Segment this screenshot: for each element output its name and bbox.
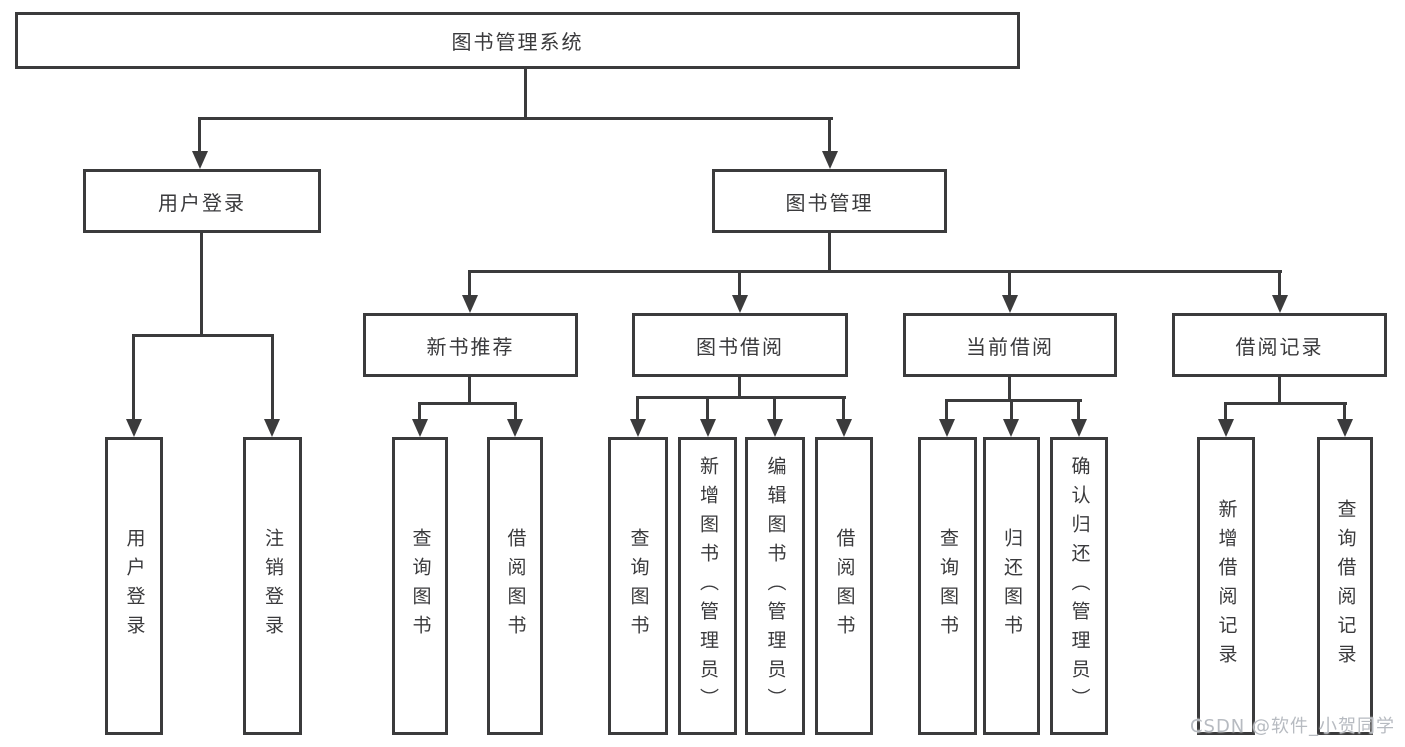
node-borrow-records: 借阅记录	[1172, 313, 1387, 377]
edge-current-borrow-bar	[945, 399, 1082, 402]
arrowhead-cb-return	[1003, 419, 1019, 437]
node-label: 编辑图书（管理员）	[764, 455, 787, 717]
leaf-add-books-admin: 新增图书（管理员）	[678, 437, 737, 735]
arrowhead-leaf-user-login	[126, 419, 142, 437]
node-label: 查询图书	[409, 528, 432, 644]
edge-new-book-rec-bar	[418, 402, 517, 405]
edge-root-bar	[198, 117, 833, 120]
edge-to-br-add	[1224, 402, 1227, 421]
arrowhead-br-add	[1218, 419, 1234, 437]
edge-root-stem	[524, 69, 527, 120]
arrowhead-user-login	[192, 151, 208, 169]
edge-user-login-stem	[200, 232, 203, 337]
node-user-login-branch: 用户登录	[83, 169, 321, 233]
node-new-book-recommend: 新书推荐	[363, 313, 578, 377]
leaf-current-query-books: 查询图书	[918, 437, 977, 735]
arrowhead-bb-add	[700, 419, 716, 437]
arrowhead-bb-edit	[767, 419, 783, 437]
edge-to-cb-confirm	[1077, 399, 1080, 421]
arrowhead-borrow-records	[1272, 295, 1288, 313]
node-label: 图书管理	[785, 190, 874, 215]
node-label: 图书借阅	[696, 334, 784, 359]
edge-to-new-book-rec	[468, 270, 471, 297]
leaf-edit-books-admin: 编辑图书（管理员）	[745, 437, 805, 735]
arrowhead-cb-confirm	[1071, 419, 1087, 437]
edge-borrow-records-bar	[1224, 402, 1347, 405]
node-label: 新增借阅记录	[1215, 499, 1238, 673]
edge-to-book-borrow	[738, 270, 741, 297]
edge-new-book-rec-stem	[468, 377, 471, 405]
arrowhead-nb-borrow	[507, 419, 523, 437]
node-current-borrow: 当前借阅	[903, 313, 1117, 377]
node-label: 确认归还（管理员）	[1068, 455, 1091, 717]
arrowhead-bb-borrow	[836, 419, 852, 437]
arrowhead-leaf-logout	[264, 419, 280, 437]
node-label: 图书管理系统	[451, 30, 584, 54]
leaf-confirm-return-admin: 确认归还（管理员）	[1050, 437, 1108, 735]
edge-to-nb-borrow	[514, 402, 517, 421]
node-label: 用户登录	[158, 190, 246, 215]
node-label: 注销登录	[262, 528, 284, 644]
leaf-newbook-query-books: 查询图书	[392, 437, 448, 735]
edge-to-leaf-logout	[271, 334, 274, 421]
leaf-add-borrow-record: 新增借阅记录	[1197, 437, 1255, 735]
node-label: 查询借阅记录	[1334, 499, 1357, 673]
edge-to-bb-edit	[773, 396, 776, 421]
node-label: 查询图书	[627, 528, 650, 644]
node-label: 借阅记录	[1235, 334, 1324, 359]
edge-to-leaf-user-login	[132, 334, 135, 421]
leaf-newbook-borrow-books: 借阅图书	[487, 437, 543, 735]
leaf-return-books: 归还图书	[983, 437, 1040, 735]
node-label: 当前借阅	[966, 334, 1054, 359]
node-label: 借阅图书	[833, 528, 856, 644]
leaf-logout: 注销登录	[243, 437, 302, 735]
edge-to-cb-query	[945, 399, 948, 421]
arrowhead-cb-query	[939, 419, 955, 437]
leaf-user-login: 用户登录	[105, 437, 163, 735]
arrowhead-new-book-rec	[462, 295, 478, 313]
edge-book-mgmt-bar	[468, 270, 1282, 273]
node-label: 新增图书（管理员）	[697, 455, 719, 717]
arrowhead-book-mgmt	[822, 151, 838, 169]
csdn-watermark: CSDN @软件_小贺同学	[1189, 716, 1395, 737]
node-label: 归还图书	[1001, 528, 1023, 644]
edge-to-br-query	[1343, 402, 1346, 421]
node-label: 查询图书	[937, 528, 959, 644]
edge-to-bb-query	[636, 396, 639, 421]
edge-to-current-borrow	[1008, 270, 1011, 297]
edge-root-to-user-login	[198, 117, 201, 153]
edge-to-bb-borrow	[842, 396, 845, 421]
node-label: 借阅图书	[504, 528, 527, 644]
edge-borrow-records-stem	[1278, 377, 1281, 405]
edge-current-borrow-stem	[1008, 377, 1011, 402]
arrowhead-current-borrow	[1002, 295, 1018, 313]
edge-to-borrow-records	[1278, 270, 1281, 297]
edge-to-cb-return	[1010, 399, 1013, 421]
node-book-borrow: 图书借阅	[632, 313, 848, 377]
leaf-borrow-query-books: 查询图书	[608, 437, 668, 735]
node-book-management-branch: 图书管理	[712, 169, 947, 233]
leaf-borrow-borrow-books: 借阅图书	[815, 437, 873, 735]
arrowhead-br-query	[1337, 419, 1353, 437]
arrowhead-bb-query	[630, 419, 646, 437]
node-library-system-root: 图书管理系统	[15, 12, 1020, 69]
edge-root-to-book-mgmt	[828, 117, 831, 153]
arrowhead-nb-query	[412, 419, 428, 437]
leaf-query-borrow-record: 查询借阅记录	[1317, 437, 1373, 735]
edge-user-login-bar	[132, 334, 274, 337]
node-label: 新书推荐	[426, 334, 515, 359]
edge-book-borrow-bar	[636, 396, 846, 399]
arrowhead-book-borrow	[732, 295, 748, 313]
edge-book-mgmt-stem	[828, 233, 831, 273]
edge-to-nb-query	[418, 402, 421, 421]
edge-book-borrow-stem	[738, 377, 741, 399]
node-label: 用户登录	[123, 528, 146, 644]
edge-to-bb-add	[706, 396, 709, 421]
